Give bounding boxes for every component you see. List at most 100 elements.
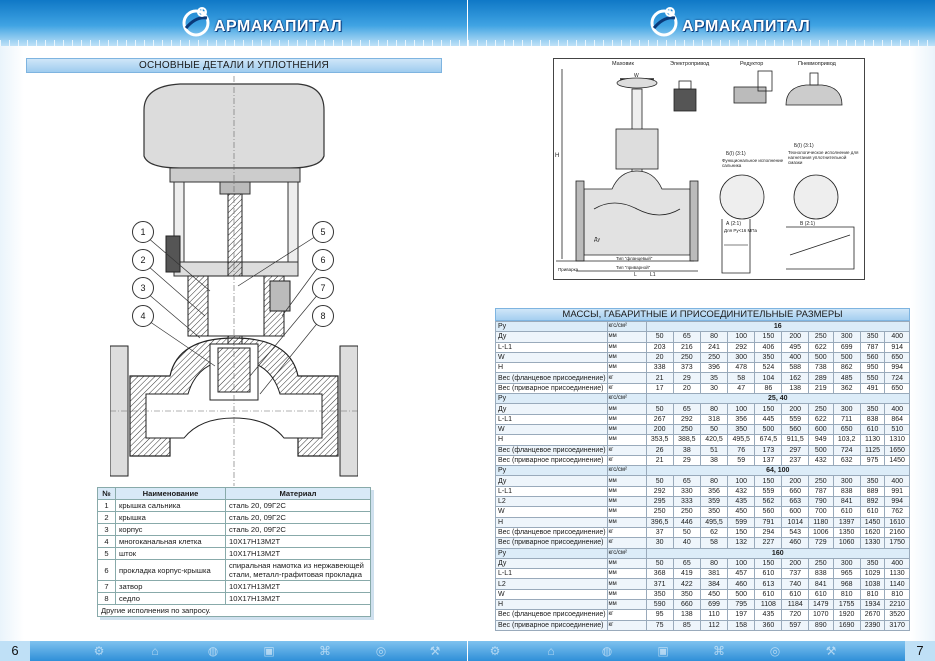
table-cell: 610	[781, 588, 809, 601]
table-cell: 1920	[832, 609, 861, 621]
table-cell: 550	[859, 372, 886, 384]
param-unit: мм	[606, 351, 647, 364]
table-cell: 965	[832, 568, 861, 580]
table-cell: 51	[699, 444, 729, 456]
table-cell: 862	[832, 362, 861, 374]
table-cell: 137	[754, 454, 783, 467]
label-view-a: А (2:1)	[726, 221, 742, 227]
brand-logo: АРМАКАПИТАЛ	[648, 6, 810, 38]
table-cell: 330	[672, 485, 701, 498]
table-cell: 333	[672, 496, 701, 508]
table-cell: 1350	[832, 526, 861, 539]
table-cell: 724	[884, 372, 910, 384]
table-cell: 1450	[859, 516, 886, 528]
table-cell: 864	[884, 413, 910, 425]
table-cell: 445	[754, 413, 783, 425]
table-cell: 1479	[807, 599, 834, 611]
table-cell: 200	[781, 403, 809, 415]
table-cell: 200	[781, 331, 809, 343]
param-unit: кг	[606, 609, 647, 621]
table-cell: 158	[727, 619, 756, 631]
table-cell: 294	[754, 526, 783, 539]
table-cell: 30	[699, 382, 729, 395]
table-cell: 2160	[884, 526, 910, 539]
table-cell: 197	[727, 609, 756, 621]
table-cell: 400	[884, 557, 910, 570]
table-cell: 75	[645, 619, 674, 631]
table-cell: 400	[884, 475, 910, 487]
table-cell: 50	[645, 331, 674, 343]
param-name: Ду	[495, 475, 608, 487]
table-cell: 610	[807, 588, 834, 601]
param-name: Вес (приварное присоединение)	[495, 537, 608, 549]
part-name: шток	[115, 547, 226, 560]
table-cell: 650	[884, 382, 910, 395]
table-cell: 435	[727, 496, 756, 508]
callout-5: 5	[312, 221, 334, 243]
param-unit: мм	[606, 506, 647, 518]
table-cell: 791	[754, 516, 783, 528]
param-unit: кг	[606, 444, 647, 456]
part-material: 10Х17Н13М2Т	[225, 535, 371, 548]
table-cell: 1934	[859, 599, 886, 611]
table-cell: 50	[645, 403, 674, 415]
table-cell: 610	[754, 568, 783, 580]
table-cell: 400	[781, 351, 809, 364]
table-cell: 650	[884, 351, 910, 364]
callout-3: 3	[132, 277, 154, 299]
param-unit: кг	[606, 526, 647, 539]
table-cell: 100	[727, 475, 756, 487]
table-cell: 350	[672, 588, 701, 601]
param-unit: кг	[606, 619, 647, 631]
table-cell: 373	[672, 362, 701, 374]
table-cell: 50	[672, 526, 701, 539]
table-cell: 613	[754, 578, 783, 590]
table-cell: 810	[859, 588, 886, 601]
table-cell: 599	[727, 516, 756, 528]
table-cell: 59	[727, 454, 756, 467]
table-cell: 810	[832, 588, 861, 601]
table-cell: 250	[672, 506, 701, 518]
table-cell: 356	[699, 485, 729, 498]
param-name: Вес (приварное присоединение)	[495, 454, 608, 467]
table-cell: 3520	[884, 609, 910, 621]
table-cell: 562	[754, 496, 783, 508]
table-cell: 500	[807, 444, 834, 456]
part-material: сталь 20, 09Г2С	[225, 523, 371, 536]
table-cell: 110	[699, 609, 729, 621]
table-cell: 371	[645, 578, 674, 590]
table-cell: 40	[672, 537, 701, 549]
table-cell: 150	[754, 475, 783, 487]
table-cell: 660	[781, 485, 809, 498]
table-cell: 360	[754, 619, 783, 631]
table-cell: 237	[781, 454, 809, 467]
table-cell: 1690	[832, 619, 861, 631]
param-unit: мм	[606, 557, 647, 570]
table-cell: 790	[807, 496, 834, 508]
table-cell: 162	[781, 372, 809, 384]
column-header: №	[97, 487, 116, 500]
table-cell: 353,5	[645, 434, 674, 446]
table-cell: 350	[727, 423, 756, 436]
pump-icon: ⚒	[429, 644, 441, 658]
table-cell: 1310	[884, 434, 910, 446]
table-cell: 949	[807, 434, 834, 446]
label-view-a-note: Для Pу<16 МПа	[724, 228, 757, 233]
brand-name: АРМАКАПИТАЛ	[682, 18, 811, 35]
pressure-value: 160	[645, 547, 911, 559]
callout-8: 8	[312, 305, 334, 327]
table-cell: 65	[672, 475, 701, 487]
table-cell: 38	[672, 444, 701, 456]
